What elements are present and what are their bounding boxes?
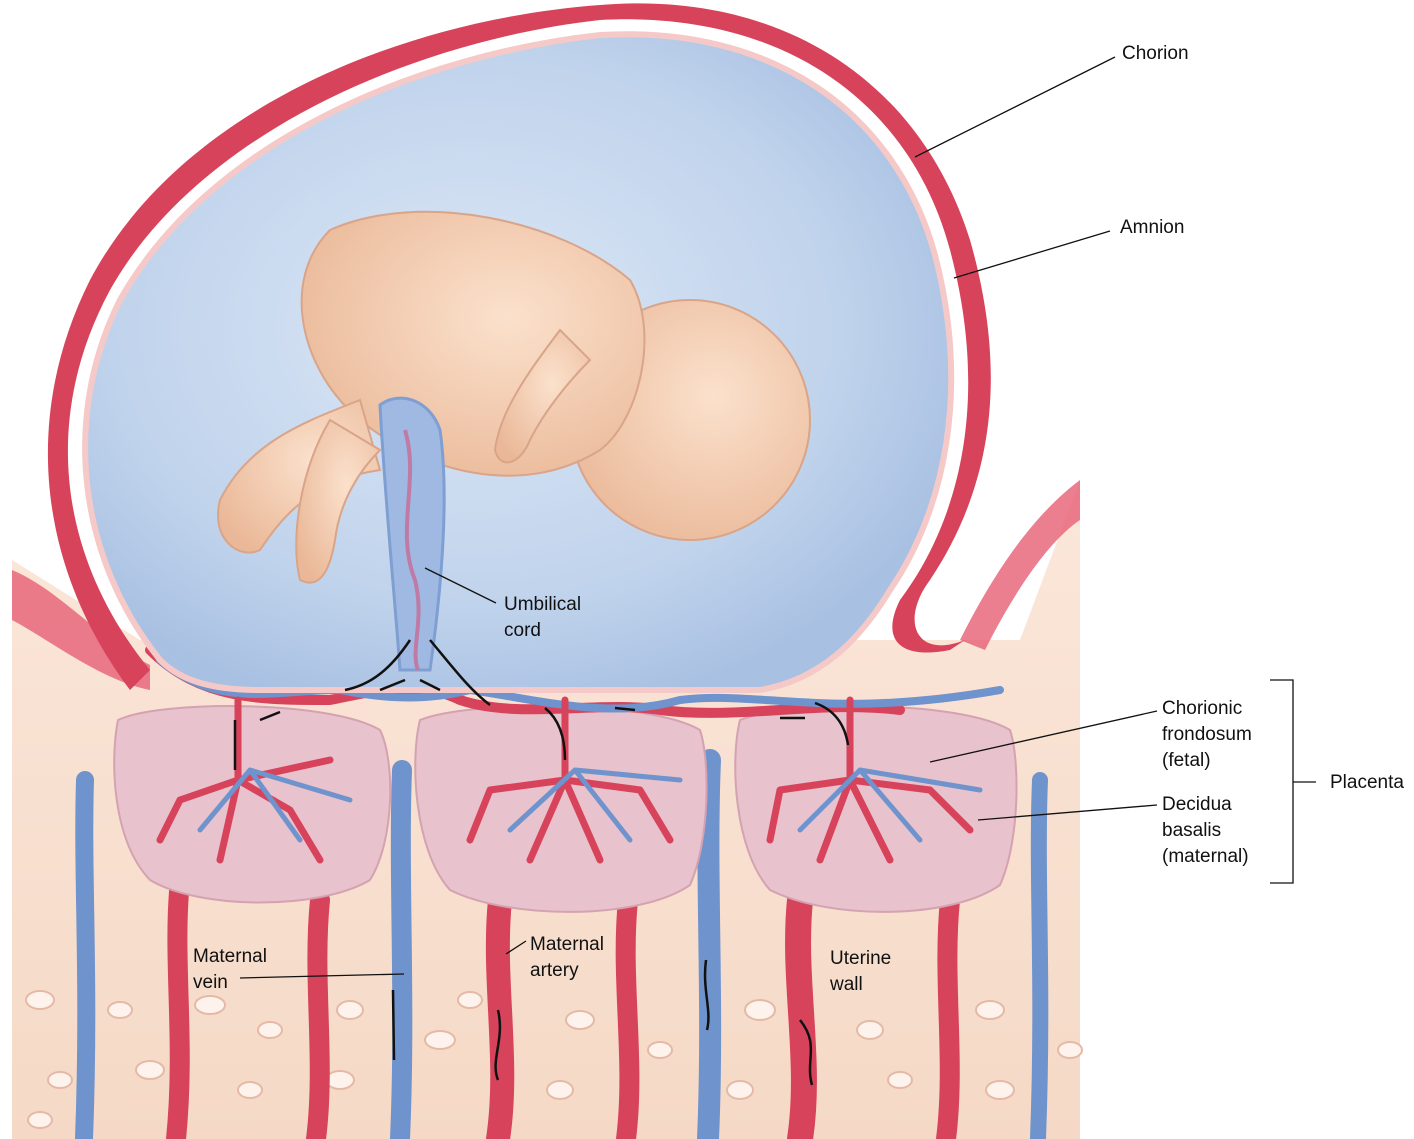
chorion-label: Chorion: [1122, 41, 1189, 67]
amnion-label: Amnion: [1120, 215, 1184, 241]
placenta-label: Placenta: [1330, 770, 1404, 796]
